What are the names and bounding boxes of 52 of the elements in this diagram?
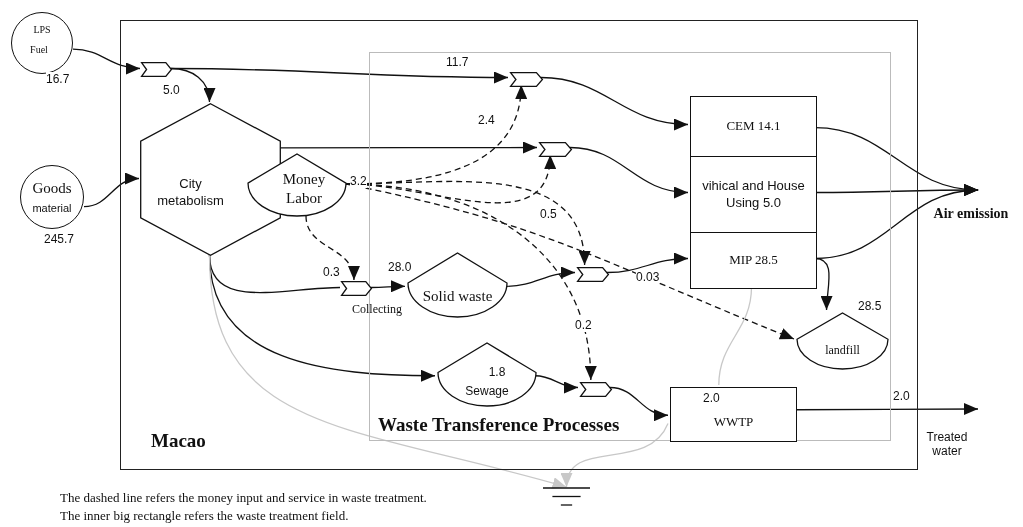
node-label: City metabolism <box>156 176 225 209</box>
node-label: vihical and House Using 5.0 <box>701 178 806 211</box>
process-box <box>670 387 797 442</box>
arrow <box>208 254 568 490</box>
node-label: CEM 14.1 <box>726 118 781 135</box>
note-text: The inner big rectangle refers the waste treatment field. <box>60 508 349 524</box>
interaction-symbol <box>539 142 572 157</box>
arrow <box>72 48 141 74</box>
node-label: Solid waste <box>422 286 493 306</box>
system-boundary <box>120 20 918 470</box>
node-label: MIP 28.5 <box>729 252 778 269</box>
edge-label: 0.2 <box>575 318 592 333</box>
dashed-arrow <box>305 215 359 281</box>
arrow <box>370 280 406 293</box>
interaction-symbol <box>577 267 609 282</box>
value-label: 3.2 <box>350 174 367 189</box>
node-label: LPS <box>33 23 51 36</box>
node-label: Money Labor <box>281 170 327 208</box>
interaction-symbol <box>141 62 172 77</box>
node-label: Air emission <box>933 204 1009 222</box>
node-label: WWTP <box>713 414 754 431</box>
arrow <box>540 76 689 130</box>
arrow <box>609 386 669 420</box>
node-label: Goods <box>32 178 72 198</box>
process-box <box>690 156 817 233</box>
storage-tank <box>796 312 889 370</box>
arrow <box>606 252 689 274</box>
node-label: landfill <box>825 342 860 358</box>
node-label: Sewage <box>465 383 509 399</box>
process-box <box>690 96 817 157</box>
storage-tank <box>247 153 347 217</box>
process-hexagon <box>140 103 281 256</box>
heat-sink-symbol <box>543 487 590 506</box>
process-box <box>690 232 817 289</box>
node-label: Fuel <box>30 44 48 57</box>
arrow <box>170 67 509 84</box>
node-label: material <box>32 201 72 216</box>
interaction-symbol <box>510 72 543 87</box>
storage-tank <box>437 342 537 407</box>
arrow <box>569 146 689 198</box>
output-label: Treated water <box>925 430 969 459</box>
node-label: Macao <box>151 429 206 453</box>
edge-label: 0.03 <box>636 270 660 285</box>
arrow <box>562 422 669 488</box>
process-label: Collecting <box>352 302 402 317</box>
node-label: 2.0 <box>703 391 720 406</box>
interaction-symbol <box>580 382 612 397</box>
note-text: The dashed line refers the money input and service in waste treatment. <box>60 490 427 506</box>
dashed-arrow <box>345 183 795 340</box>
interaction-symbol <box>341 281 372 296</box>
node-label: 1.8 <box>488 364 506 380</box>
arrow <box>83 173 140 208</box>
